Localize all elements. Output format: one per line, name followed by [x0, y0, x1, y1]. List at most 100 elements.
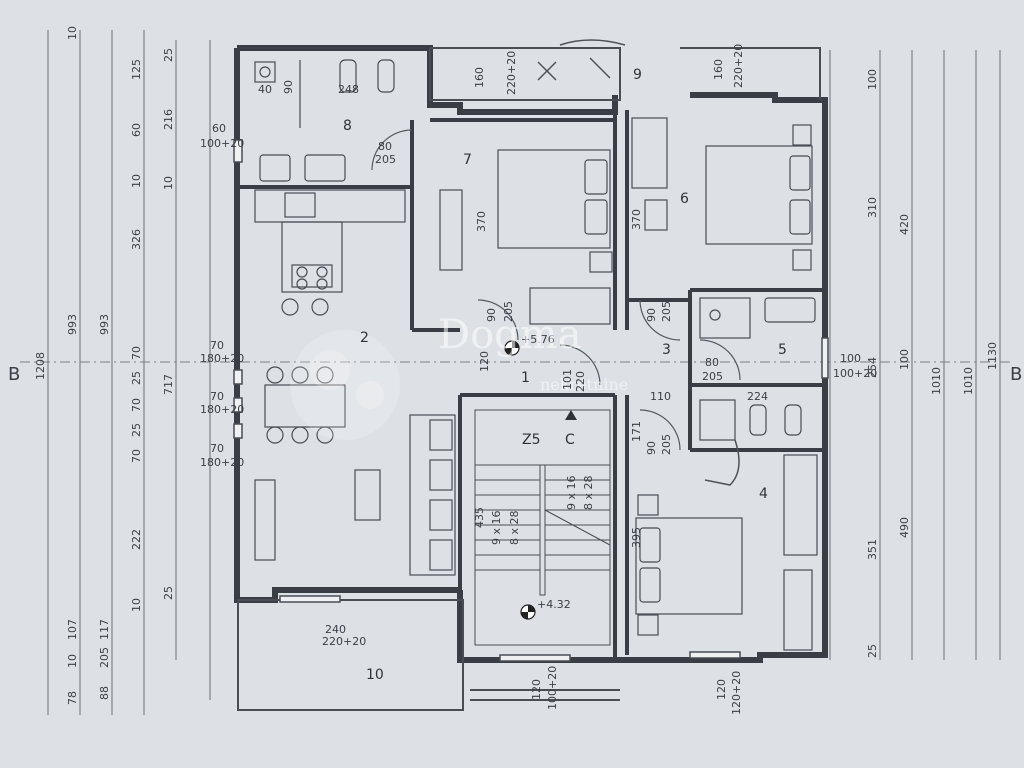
dim-l2-117: 117 — [98, 619, 111, 640]
left-dimension-lines — [47, 30, 211, 715]
stair-zone-label: Z5 — [522, 432, 541, 448]
dim-r-door-100: 100 — [840, 352, 861, 365]
stair-run1b: 8 x 28 — [508, 511, 521, 546]
dim-l2-25b: 25 — [130, 423, 143, 437]
dim-w-70c: 70 — [210, 442, 224, 455]
dim-entry-100: 100+20 — [546, 666, 559, 710]
dim-w-160b: 160 — [712, 59, 725, 80]
dim-r-25: 25 — [866, 644, 879, 658]
dim-w-60: 60 — [212, 122, 226, 135]
windows — [233, 139, 829, 662]
bed-room-4 — [635, 454, 818, 651]
dim-d-205d: 205 — [702, 370, 723, 383]
dim-entry-120: 120 — [530, 679, 543, 700]
watermark-sub: nekretnine — [540, 375, 628, 394]
dim-40: 40 — [258, 83, 272, 96]
watermark-logo — [290, 330, 400, 440]
dim-370: 370 — [475, 211, 488, 232]
dim-d-80d: 80 — [705, 356, 719, 369]
dim-w-180b: 180+20 — [200, 403, 244, 416]
dim-370b: 370 — [630, 209, 643, 230]
dim-balcony-240: 240 — [325, 623, 346, 636]
pencil-marks — [537, 39, 740, 486]
room-label-3: 3 — [662, 342, 671, 358]
dim-balcony-220: 220+20 — [322, 635, 366, 648]
dim-l2-10: 10 — [162, 176, 175, 190]
dim-l-10c: 10 — [66, 654, 79, 668]
dim-l2-25: 25 — [130, 371, 143, 385]
dim-r-door-100b: 100+20 — [833, 367, 877, 380]
dim-r-310: 310 — [866, 197, 879, 218]
dim-d-80: 80 — [378, 140, 392, 153]
dim-left-1208: 1208 — [34, 352, 47, 380]
level-marker-upper — [504, 340, 520, 356]
dim-d-220: 220 — [574, 371, 587, 392]
dim-90f: 90 — [282, 80, 295, 94]
dim-l-78: 78 — [66, 691, 79, 705]
stair-run2: 9 x 16 — [565, 476, 578, 511]
stair-direction-triangle — [565, 410, 577, 420]
dim-d-205c: 205 — [660, 301, 673, 322]
stair-treads — [475, 464, 610, 571]
bed-room-6 — [631, 117, 813, 271]
dim-l2-10: 10 — [130, 598, 143, 612]
dim-r-254: 254 — [866, 357, 879, 378]
dim-r-1130: 1130 — [986, 342, 999, 370]
room-label-4: 4 — [759, 486, 768, 502]
section-mark-right: B — [1010, 364, 1022, 385]
balconies — [237, 47, 821, 711]
dim-d-90e: 90 — [645, 441, 658, 455]
dim-d-205e: 205 — [660, 434, 673, 455]
dim-r-100b: 100 — [898, 349, 911, 370]
kitchen-fixtures — [254, 189, 406, 316]
dim-l-326: 326 — [130, 229, 143, 250]
dim-120: 120 — [478, 351, 491, 372]
living-fixtures — [254, 414, 456, 576]
dim-r-490: 490 — [898, 517, 911, 538]
dim-l-60: 60 — [130, 123, 143, 137]
stair-width: 435 — [473, 507, 486, 528]
level-lower-text: +4.32 — [537, 598, 571, 611]
dim-r-100: 100 — [866, 69, 879, 90]
stair — [474, 409, 611, 646]
dim-l-10: 10 — [66, 26, 79, 40]
dim-d-90: 90 — [485, 308, 498, 322]
room-label-2: 2 — [360, 330, 369, 346]
dim-d-205: 205 — [375, 153, 396, 166]
room-label-9: 9 — [633, 67, 642, 83]
section-mark-left: B — [8, 364, 20, 385]
dim-l2-25: 25 — [162, 48, 175, 62]
dim-l-10b: 10 — [130, 174, 143, 188]
dim-224: 224 — [747, 390, 768, 403]
dim-w-220: 220+20 — [505, 51, 518, 95]
dim-l-717: 717 — [162, 374, 175, 395]
dim-w-70a: 70 — [210, 339, 224, 352]
room-label-7: 7 — [463, 152, 472, 168]
dim-w-180a: 180+20 — [200, 352, 244, 365]
dim-w-180c: 180+20 — [200, 456, 244, 469]
room-label-8: 8 — [343, 118, 352, 134]
bathroom-fixtures — [254, 59, 395, 182]
dim-171: 171 — [630, 421, 643, 442]
watermark-brand: Dogma — [438, 312, 582, 358]
room-label-10: 10 — [366, 667, 384, 683]
bed-room-7 — [439, 149, 613, 325]
dim-w-160: 160 — [473, 67, 486, 88]
dim-l-107: 107 — [66, 619, 79, 640]
stair-letter-label: C — [565, 432, 575, 448]
dim-110: 110 — [650, 390, 671, 403]
level-marker-lower — [520, 604, 536, 620]
room-label-5: 5 — [778, 342, 787, 358]
dim-l-125: 125 — [130, 59, 143, 80]
bath-room-5 — [699, 297, 816, 441]
door-swings — [371, 129, 741, 451]
dim-l-25: 25 — [162, 586, 175, 600]
dim-w-220b: 220+20 — [732, 44, 745, 88]
dim-l2-216: 216 — [162, 109, 175, 130]
interior-walls — [237, 110, 825, 660]
dim-left-993: 993 — [66, 314, 79, 335]
dim-w-70b: 70 — [210, 390, 224, 403]
dim-l2-70c: 70 — [130, 449, 143, 463]
dim-r-1010b: 1010 — [962, 367, 975, 395]
